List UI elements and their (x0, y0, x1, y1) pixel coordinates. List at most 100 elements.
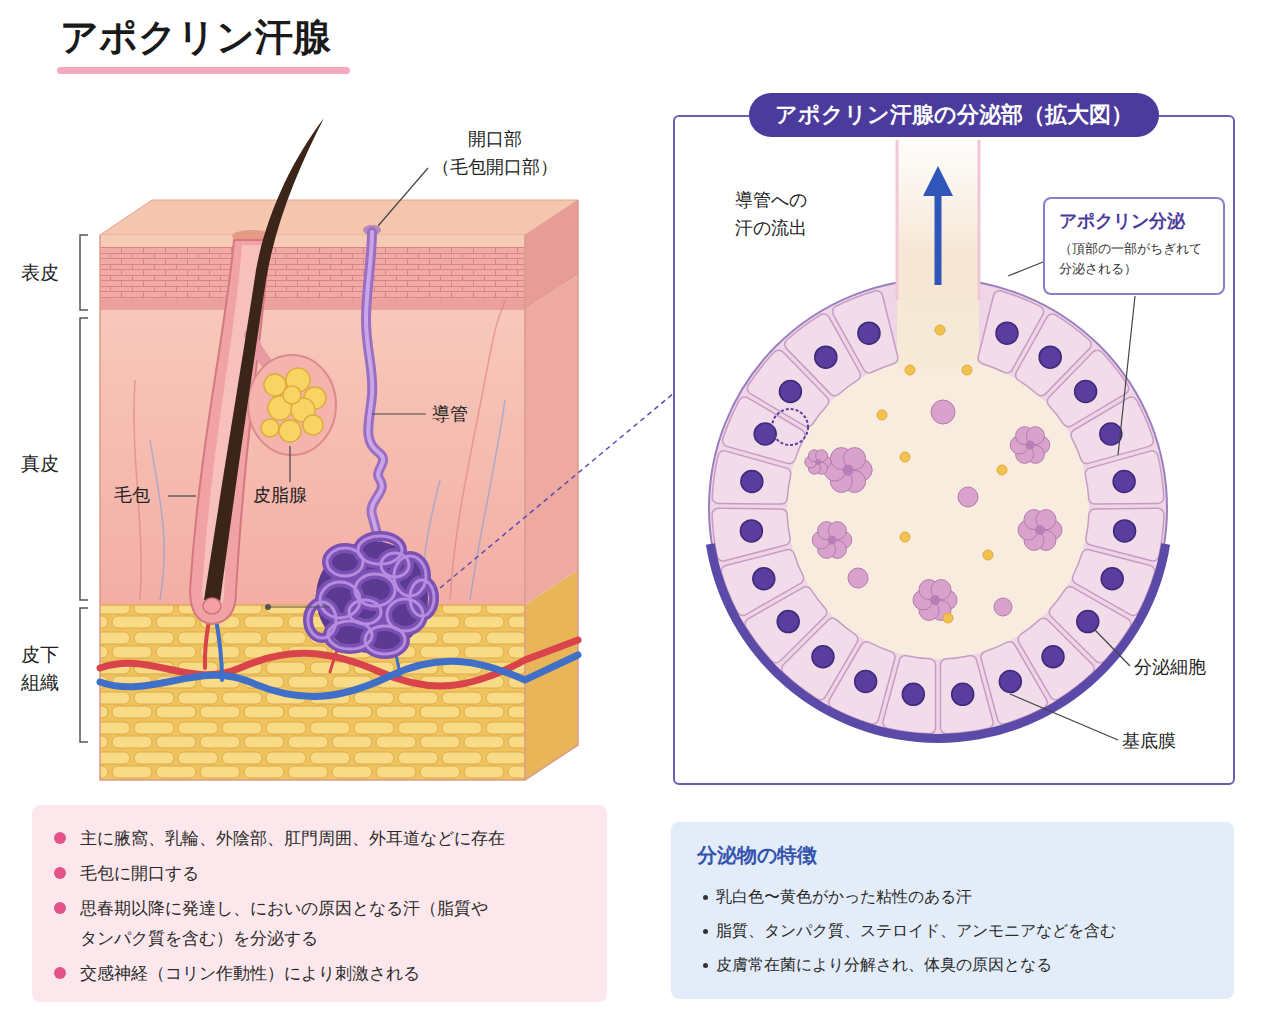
hair-shaft (203, 118, 324, 614)
secretory-cell (1042, 646, 1064, 668)
callout-box: アポクリン分泌 （頂部の一部がちぎれて 分泌される） (1043, 197, 1225, 295)
secretory-cell (1113, 471, 1135, 493)
secretory-cell (712, 291, 1164, 734)
leader-line (1008, 262, 1043, 276)
bullet-dot (54, 967, 66, 979)
title-underline (57, 67, 350, 74)
secretory-cell (779, 381, 801, 403)
skin-top-face (100, 200, 578, 235)
secretory-cell (832, 291, 897, 373)
page-title: アポクリン汗腺 (60, 12, 331, 62)
secretion-vesicle (828, 536, 837, 545)
bullet-text: 毛包に開口する (80, 858, 593, 888)
dermis (100, 310, 525, 605)
bullet-dot (703, 929, 708, 934)
box-heading: 分泌物の特徴 (697, 840, 1220, 870)
bullet-text: 乳白色〜黄色がかった粘性のある汗 (716, 880, 1220, 914)
bullet-dot (703, 963, 708, 968)
coil-pointer (268, 606, 330, 607)
summary-box: 主に腋窩、乳輪、外陰部、肛門周囲、外耳道などに存在毛包に開口する思春期以降に発達… (32, 805, 607, 1002)
sweat-duct (366, 232, 383, 556)
secretory-coil (358, 536, 402, 564)
secretory-coil (308, 536, 434, 654)
layer-bracket (80, 608, 88, 742)
budding-cell (772, 409, 808, 445)
secretory-cell (712, 508, 790, 561)
secretory-cell (952, 683, 974, 705)
layer-bracket (80, 235, 88, 742)
secretion-droplet (983, 550, 993, 560)
sebaceous-gland (261, 419, 279, 437)
bullet-text: 交感神経（コリン作動性）により刺激される (80, 958, 593, 988)
secretory-cell (1114, 520, 1136, 542)
secretion-droplet (900, 532, 910, 542)
bullet-dot (54, 867, 66, 879)
dermal-vessel (450, 300, 505, 600)
text-row: 思春期以降に発達し、においの原因となる汗（脂質や タンパク質を含む）を分泌する (80, 893, 593, 953)
layer-label: 真皮 (10, 449, 70, 477)
layer-label: 表皮 (10, 258, 70, 286)
part-label: 開口部 （毛包開口部） (428, 125, 562, 181)
part-label: 基底膜 (1122, 727, 1176, 755)
text-row: 交感神経（コリン作動性）により刺激される (80, 958, 593, 988)
sebaceous-gland (283, 386, 301, 404)
secretory-cell (855, 671, 877, 693)
secretion-vesicle (805, 400, 1062, 620)
flow-label: 導管への 汗の流出 (735, 186, 845, 242)
secretion-droplet (905, 365, 915, 375)
secretion-droplet (943, 613, 953, 623)
secretory-cell (753, 568, 775, 590)
secretory-coil (308, 536, 434, 654)
layer-bracket (80, 235, 88, 310)
leader-line (168, 168, 1135, 740)
secretory-cell (858, 322, 880, 344)
blood-vessel (100, 655, 578, 696)
secretory-cell (999, 671, 1021, 693)
skin-block (100, 200, 578, 780)
bullet-dot (703, 895, 708, 900)
leader-line (168, 495, 196, 496)
secretory-cell (1077, 611, 1099, 633)
block-outline (100, 200, 578, 780)
acinus-lumen (787, 357, 1089, 659)
secretory-cell (996, 322, 1018, 344)
secretion-vesicle (848, 568, 868, 588)
secretion-droplet (935, 325, 945, 335)
secretion-droplet (877, 325, 1007, 623)
sweat-duct (366, 232, 383, 556)
secretion-vesicle (958, 487, 978, 507)
bullet-dot (54, 902, 66, 914)
text-row: （頂部の一部がちぎれて 分泌される） (1059, 239, 1213, 279)
dermal-vessel (150, 440, 164, 600)
layer-label: 皮下 組織 (18, 640, 62, 696)
enlarged-panel: アポクリン汗腺の分泌部（拡大図）アポクリン分泌（頂部の一部がちぎれて 分泌される… (673, 115, 1235, 785)
stratum-corneum (100, 235, 525, 247)
dermal-vessel (134, 300, 505, 600)
secretion-droplet (997, 465, 1007, 475)
epidermis-base (100, 299, 525, 310)
duct-channel (897, 140, 979, 370)
leader-line (1095, 630, 1130, 666)
zoom-dashed-line (440, 393, 674, 588)
hair-shaft (204, 118, 324, 602)
bullet-text: 主に腋窩、乳輪、外陰部、肛門周囲、外耳道などに存在 (80, 823, 593, 853)
secretion-droplet (900, 452, 910, 462)
leader-line (1118, 296, 1135, 455)
leader-line (378, 168, 428, 226)
text-row: 皮膚常在菌により分解され、体臭の原因となる (716, 948, 1220, 982)
flow-arrow (935, 194, 942, 285)
part-label: 分泌細胞 (1134, 653, 1206, 681)
secretory-cell (777, 611, 799, 633)
leader-line (372, 413, 426, 414)
secretory-cell (902, 683, 924, 705)
secretory-cell (1039, 346, 1061, 368)
text-row: アポクリン汗腺の分泌部（拡大図） (749, 93, 1159, 137)
secretory-coil (365, 626, 405, 654)
callout-heading: アポクリン分泌 (1059, 209, 1213, 233)
flow-arrow (923, 166, 953, 196)
secretory-cell (815, 346, 837, 368)
secretory-cell (1101, 568, 1123, 590)
hair-shaft (203, 598, 221, 614)
secretion-vesicle (843, 465, 854, 476)
